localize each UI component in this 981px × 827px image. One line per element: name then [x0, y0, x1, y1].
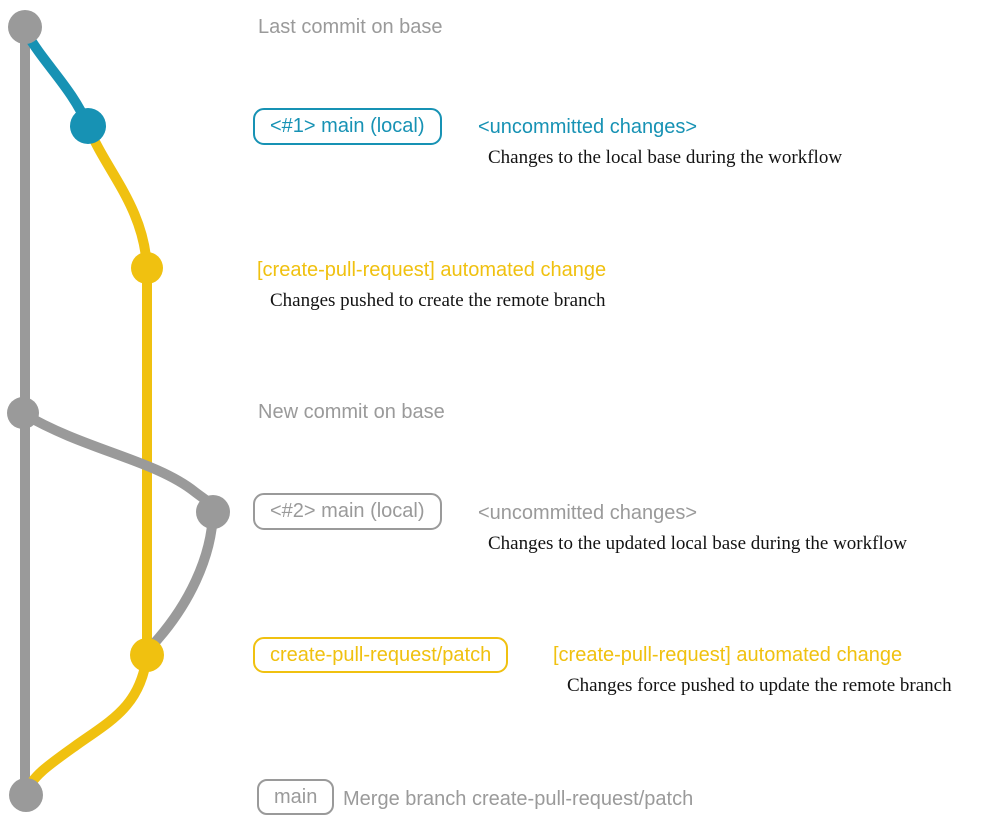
commit-node-push-2	[130, 638, 164, 672]
commit-node-local-1	[70, 108, 106, 144]
last-commit-label: Last commit on base	[258, 16, 443, 38]
local-main-2-in-edge	[143, 507, 218, 655]
local-2-description: Changes to the updated local base during…	[488, 533, 907, 554]
commit-node-local-2	[196, 495, 230, 529]
uncommitted-changes-label-2: <uncommitted changes>	[478, 502, 698, 524]
new-commit-label: New commit on base	[258, 401, 445, 423]
commit-node-merge	[9, 778, 43, 812]
merge-commit-message: Merge branch create-pull-request/patch	[343, 788, 694, 810]
uncommitted-changes-label-1: <uncommitted changes>	[478, 116, 698, 138]
push-1-description: Changes pushed to create the remote bran…	[270, 290, 606, 311]
branch-badge-patch: create-pull-request/patch	[253, 637, 509, 673]
commit-node-last-base	[8, 10, 42, 44]
patch-branch-create-edge	[83, 121, 152, 273]
commit-node-push-1	[131, 252, 163, 284]
commit-message-push-1: [create-pull-request] automated change	[257, 259, 607, 281]
commit-node-new-base	[7, 397, 39, 429]
commit-message-push-2: [create-pull-request] automated change	[553, 644, 903, 666]
local-main-2-out-edge	[19, 409, 219, 517]
local-1-description: Changes to the local base during the wor…	[488, 147, 843, 168]
branch-badge-main: main	[257, 779, 335, 815]
branch-badge-main-local-1: <#1> main (local)	[253, 108, 442, 145]
push-2-description: Changes force pushed to update the remot…	[567, 675, 952, 696]
merge-to-base-edge	[21, 650, 152, 798]
branch-badge-main-local-2: <#2> main (local)	[253, 493, 442, 530]
git-graph	[7, 10, 230, 812]
